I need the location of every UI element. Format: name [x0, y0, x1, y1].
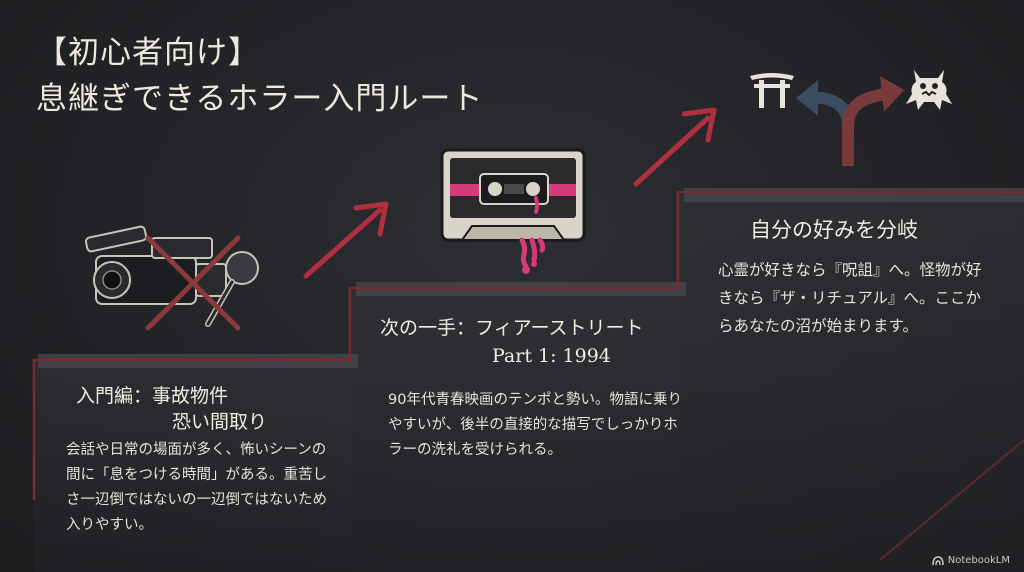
step-2-heading-line-1: 次の一手：フィアーストリート: [380, 317, 644, 339]
arrow-up-right-2: [633, 107, 717, 187]
page-title: 【初心者向け】 息継ぎできるホラー入門ルート: [36, 30, 483, 122]
branching-arrows-icon: [796, 76, 904, 166]
step-2-heading-line-2: Part 1: 1994: [492, 345, 611, 367]
notebooklm-logo-icon: [931, 555, 944, 565]
step-outline: [32, 190, 1024, 500]
monster-icon: [906, 70, 952, 110]
step-3-surface: [680, 196, 1024, 572]
step-1-heading-line-1: 入門編：事故物件: [76, 385, 229, 407]
step-3-description: 心霊が好きなら『呪詛』へ。怪物が好きなら『ザ・リチュアル』へ。ここからあなたの沼…: [718, 261, 982, 335]
step-2-description: 90年代青春映画のテンポと勢い。物語に乗りやすいが、後半の直接的な描写でしっかり…: [388, 392, 682, 458]
crossed-out-camera-microphone-icon: [84, 225, 259, 331]
step-1-heading-line-2: 恐い間取り: [172, 411, 268, 433]
arrow-up-right-1: [303, 201, 389, 279]
step-2-surface: [352, 290, 680, 572]
step-3-edge: [684, 188, 1024, 202]
step-1-surface: [34, 362, 352, 572]
step-3-heading: 自分の好みを分岐: [750, 218, 918, 242]
title-line-1: 【初心者向け】: [36, 35, 260, 71]
step-1-description: 会話や日常の場面が多く、怖いシーンの間に「息をつける時間」がある。重苦しさ一辺倒…: [66, 442, 327, 533]
step-bottom-line: [879, 439, 1024, 561]
footer-brand: NotebookLM: [947, 555, 1010, 566]
torii-gate-icon: [750, 73, 794, 108]
bleeding-cassette-tape-icon: [440, 148, 586, 274]
notebooklm-watermark: NotebookLM: [931, 555, 1010, 566]
title-line-2: 息継ぎできるホラー入門ルート: [36, 81, 484, 117]
